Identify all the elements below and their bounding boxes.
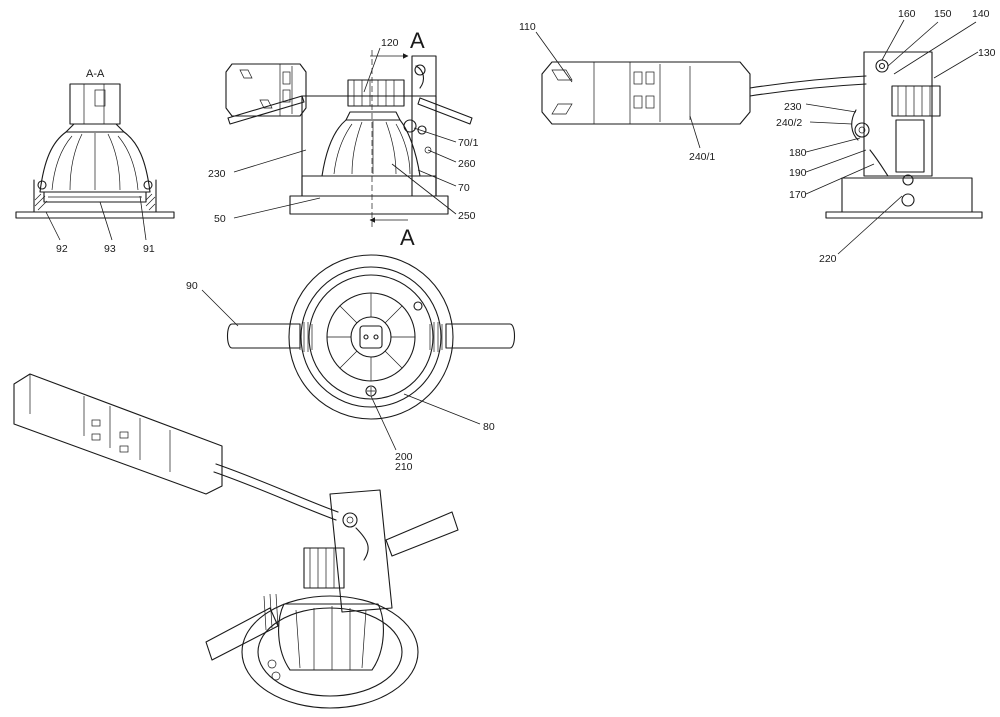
label-250: 250 [458, 210, 476, 222]
iso-trim-ring [241, 595, 419, 709]
screw-left [37, 180, 47, 190]
label-220: 220 [819, 253, 837, 265]
junction-box [225, 63, 307, 117]
trim-ring-outer [288, 254, 454, 420]
lamp-socket [359, 325, 383, 349]
label-80: 80 [483, 421, 495, 433]
label-150: 150 [934, 8, 952, 20]
label-210: 210 [395, 461, 413, 473]
cable-gland [403, 119, 417, 133]
label-200: 200 [395, 451, 413, 463]
iso-cable-gland [342, 512, 358, 528]
cable-gland-side [854, 122, 870, 138]
label-130: 130 [978, 47, 996, 59]
label-160: 160 [898, 8, 916, 20]
label-91: 91 [143, 243, 155, 255]
spring-wing-left [226, 323, 301, 349]
junction-box-side [541, 61, 751, 125]
screw-160 [875, 59, 889, 73]
screw-top [413, 301, 423, 311]
iso-cable [215, 463, 339, 513]
label-180: 180 [789, 147, 807, 159]
spring-wing-right [445, 323, 516, 349]
label-120: 120 [381, 37, 399, 49]
section-title: A-A [86, 68, 105, 80]
supply-cable [749, 75, 867, 89]
spring-clip-left [227, 95, 305, 125]
iso-terminal-block [303, 547, 345, 589]
section-view-a-a: A-A 92 93 91 [15, 68, 175, 255]
housing-side [301, 95, 437, 197]
label-230-front: 230 [208, 168, 226, 180]
label-140: 140 [972, 8, 990, 20]
socket-collar [65, 123, 125, 133]
section-marker-bottom: A [400, 225, 415, 250]
reflector-front [321, 119, 421, 177]
label-170: 170 [789, 189, 807, 201]
isometric-view [13, 373, 459, 709]
iso-wing-right [385, 511, 459, 557]
label-240-1: 240/1 [689, 151, 715, 163]
bottom-view: 90 80 200 210 [186, 254, 516, 473]
label-90: 90 [186, 280, 198, 292]
label-230-side: 230 [784, 101, 802, 113]
label-50: 50 [214, 213, 226, 225]
label-110: 110 [519, 21, 536, 33]
spring-clip-right [417, 97, 473, 125]
trim-ring-front [289, 195, 449, 215]
label-240-2: 240/2 [776, 117, 802, 129]
label-190: 190 [789, 167, 807, 179]
housing-base-side [841, 177, 973, 213]
trim-flange [15, 211, 175, 219]
label-260: 260 [458, 158, 476, 170]
terminal-block [347, 79, 405, 107]
label-70: 70 [458, 182, 470, 194]
label-70-1: 70/1 [458, 137, 479, 149]
label-93: 93 [104, 243, 116, 255]
iso-junction-box [13, 373, 223, 495]
terminal-side [891, 85, 941, 117]
front-view: A A 120 70/1 260 70 250 230 50 [208, 28, 479, 250]
side-view: 110 240/1 160 150 140 130 230 240/2 180 … [519, 8, 996, 265]
iso-reflector [278, 603, 384, 671]
iso-bracket [329, 489, 393, 613]
label-92: 92 [56, 243, 68, 255]
section-marker-top: A [410, 28, 425, 53]
trim-flange-side [825, 211, 983, 219]
screw-right [143, 180, 153, 190]
bracket-side [863, 51, 933, 177]
